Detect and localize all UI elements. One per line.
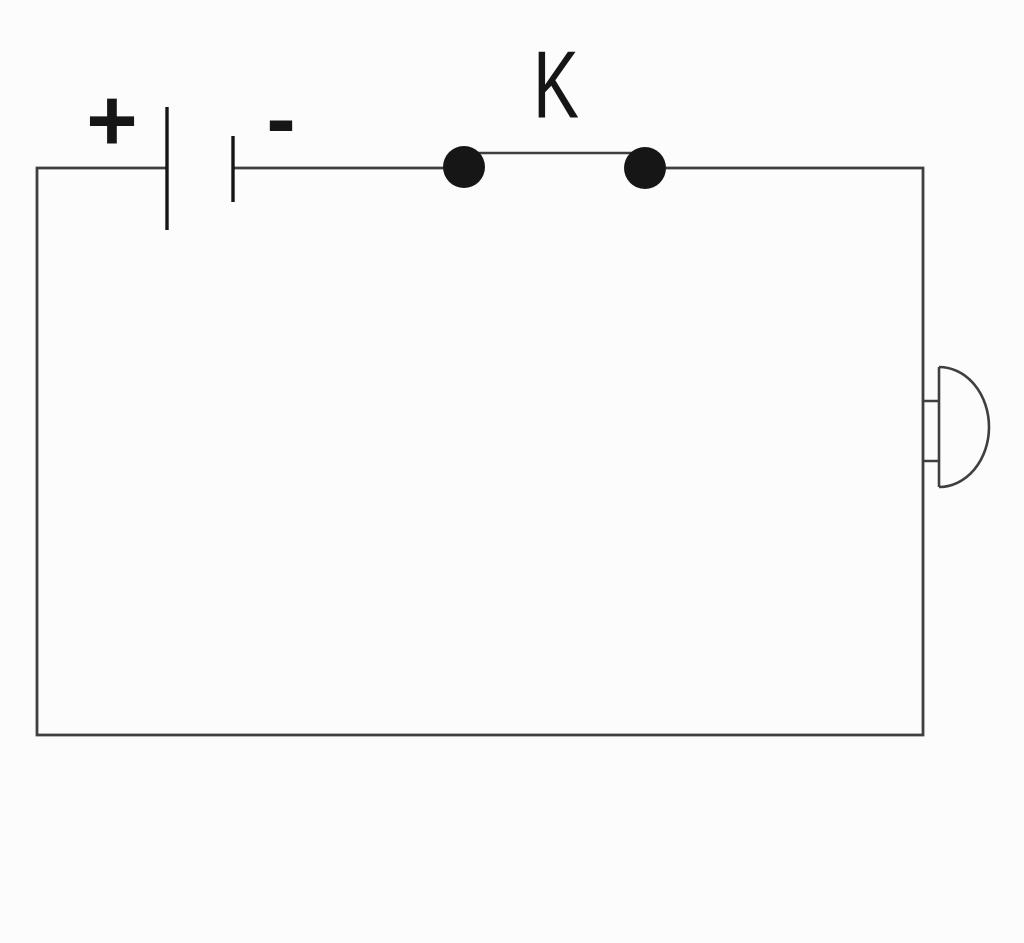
wire-group [35,151,991,737]
circuit-loop-wire [35,166,925,737]
battery-symbol [165,107,235,230]
label-group: + - K [86,32,579,170]
switch-symbol [443,146,666,189]
earphone-body [937,365,991,489]
switch-terminal-right-dot [624,147,666,189]
battery-negative-label: - [266,69,295,168]
switch-terminal-left-dot [443,146,485,188]
battery-positive-label: + [86,71,137,170]
switch-label: K [533,32,579,139]
